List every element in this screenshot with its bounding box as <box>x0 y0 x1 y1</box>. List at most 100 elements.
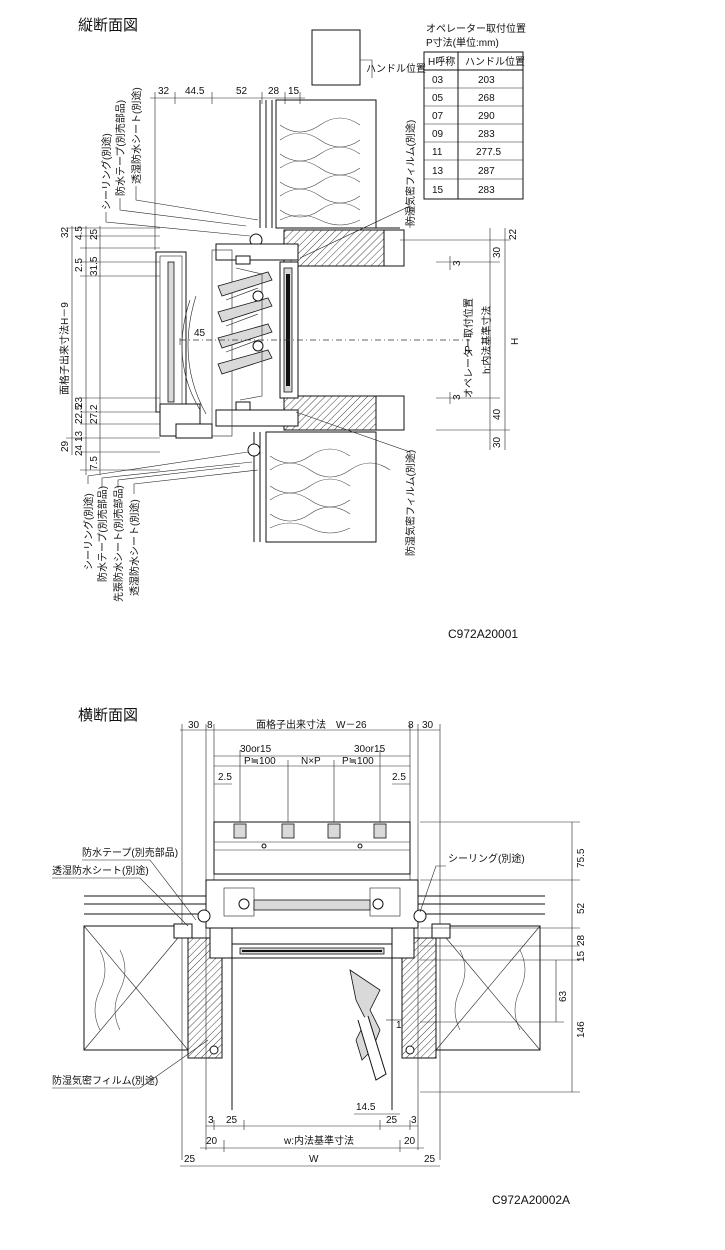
horizontal-section: 横断面図 30 8 8 30 面格子出来寸法 W－26 30or15 30or1… <box>52 707 587 1207</box>
dim-label: 13 <box>74 430 85 442</box>
horizontal-walls <box>83 895 545 1059</box>
dim-label: 29 <box>60 440 71 452</box>
leader-label: シーリング(別途) <box>100 133 113 210</box>
lattice-bar <box>233 823 247 839</box>
small-dim-left: 2.5 <box>218 772 232 783</box>
dim-label: 3 <box>452 260 463 266</box>
dim-label: 20 <box>206 1136 218 1147</box>
sealing-circle-icon <box>247 443 261 457</box>
pitch-right-label: 30or15 <box>354 744 386 755</box>
dim-label: 52 <box>576 902 587 914</box>
table-cell: 277.5 <box>476 147 501 158</box>
dim-label: 3 <box>411 1115 417 1126</box>
operator-handle-icon <box>252 340 264 352</box>
dim-label: 8 <box>207 720 213 731</box>
h9-label: H－9 <box>60 302 71 325</box>
table-cell: 290 <box>478 111 495 122</box>
drawing-code: C972A20001 <box>448 627 518 641</box>
legend-title: オペレーター取付位置 <box>426 22 526 35</box>
left-dimension-chain: 32 4.5 25 2.5 31.5 H－9 面格子出来寸法 23 22.5 2… <box>58 226 160 475</box>
top-dimension-chain: 32 44.5 52 28 15 <box>150 86 305 250</box>
p-left-label: P≒100 <box>244 756 276 767</box>
dim-label: 25 <box>89 228 100 240</box>
horizontal-leader-labels: 防水テープ(別売部品) 透湿防水シート(別途) 防湿気密フィルム(別途) シーリ… <box>52 846 525 1089</box>
leader-label: 防湿気密フィルム(別途) <box>52 1074 158 1087</box>
louver-blade <box>217 297 273 323</box>
sealing-circle-icon <box>413 909 427 923</box>
dim-label: 44.5 <box>185 86 205 97</box>
right-dimension-chain: 22 30 3 3 40 30 P H オペレーター取付位置 h:内法基準寸法 <box>400 228 521 450</box>
dim-label: 15 <box>576 950 587 962</box>
leader-label: 先張防水シート(別売部品) <box>112 485 125 602</box>
dim-label: 4.5 <box>74 226 85 240</box>
dim-label: 32 <box>60 226 71 238</box>
table-cell: 11 <box>432 147 443 158</box>
table-header: H呼称 <box>428 55 455 68</box>
dim-label: 40 <box>492 408 503 420</box>
pitch-left-label: 30or15 <box>240 744 272 755</box>
handle-position-box <box>311 29 361 86</box>
lattice-width-label: 面格子出来寸法 W－26 <box>256 718 367 731</box>
dim-label: 3 <box>208 1115 214 1126</box>
dim-label: 3 <box>452 394 463 400</box>
leader-label: 透湿防水シート(別途) <box>128 499 141 596</box>
vertical-section: 縦断面図 ハンドル位置 オペレーター取付位置 P寸法(単位:mm) H呼称 ハン… <box>58 17 526 641</box>
leader-label: 防湿気密フィルム(別途) <box>404 120 417 226</box>
lower-leader-labels: シーリング(別途) 防水テープ(別売部品) 先張防水シート(別売部品) 透湿防水… <box>82 411 417 602</box>
louver-blade <box>217 323 273 349</box>
leader-label: 防水テープ(別売部品) <box>82 846 178 859</box>
leader-label: 防湿気密フィルム(別途) <box>404 450 417 556</box>
dim-label: 52 <box>236 86 248 97</box>
window-frame-vertical <box>155 243 299 439</box>
lattice-bar <box>373 823 387 839</box>
dim-label: 22.5 <box>74 404 85 424</box>
louver-blade <box>217 271 273 297</box>
table-cell: 05 <box>432 93 444 104</box>
table-header: ハンドル位置 <box>465 55 525 68</box>
dim-label: 20 <box>404 1136 416 1147</box>
dim-label: 25 <box>424 1154 436 1165</box>
dim-label: 25 <box>184 1154 196 1165</box>
table-cell: 15 <box>432 185 444 196</box>
p-label: P <box>464 345 475 352</box>
lower-wall <box>247 395 405 543</box>
dim-label: 32 <box>158 86 170 97</box>
horizontal-top-dims: 30 8 8 30 面格子出来寸法 W－26 30or15 30or15 P≒1… <box>180 718 441 1160</box>
dim-label: 63 <box>558 990 569 1002</box>
lattice-bar <box>281 823 295 839</box>
horizontal-right-dims: 75.5 52 28 15 63 146 <box>420 821 587 1093</box>
table-cell: 268 <box>478 93 495 104</box>
dim-label: 28 <box>268 86 280 97</box>
vertical-title: 縦断面図 <box>78 17 138 34</box>
table-cell: 07 <box>432 111 444 122</box>
window-frame-horizontal <box>209 927 415 1110</box>
operator-position-label: オペレーター取付位置 <box>462 298 475 398</box>
dim-label: 27.2 <box>89 404 100 424</box>
dim-label: 25 <box>386 1115 398 1126</box>
operator-position-table: H呼称 ハンドル位置 03 203 05 268 07 290 09 283 1… <box>423 51 525 200</box>
lattice-bar <box>327 823 341 839</box>
dim-label: 30 <box>422 720 434 731</box>
nxp-label: N×P <box>301 756 321 767</box>
h-inner-label: h:内法基準寸法 <box>480 306 493 374</box>
dim-label: 31.5 <box>89 256 100 276</box>
dim-label: 30 <box>492 436 503 448</box>
small-dim-right: 2.5 <box>392 772 406 783</box>
operator-handle-icon <box>252 290 264 302</box>
table-cell: 283 <box>478 185 495 196</box>
lattice-assembly <box>205 821 419 929</box>
leader-label: 透湿防水シート(別途) <box>52 864 149 877</box>
dim-label: 7.5 <box>89 456 100 470</box>
sealing-circle-icon <box>197 909 211 923</box>
table-cell: 03 <box>432 75 444 86</box>
table-cell: 09 <box>432 129 444 140</box>
dim-label: 8 <box>408 720 414 731</box>
table-cell: 203 <box>478 75 495 86</box>
handle-position-label: ハンドル位置 <box>366 62 426 75</box>
dim-label: 2.5 <box>74 258 85 272</box>
table-cell: 13 <box>432 166 444 177</box>
leader-label: シーリング(別途) <box>448 852 525 865</box>
drawing-code: C972A20002A <box>492 1193 570 1207</box>
upper-leader-labels: シーリング(別途) 防水テープ(別売部品) 透湿防水シート(別途) 防湿気密フィ… <box>100 87 417 259</box>
dim-label: 30 <box>188 720 200 731</box>
